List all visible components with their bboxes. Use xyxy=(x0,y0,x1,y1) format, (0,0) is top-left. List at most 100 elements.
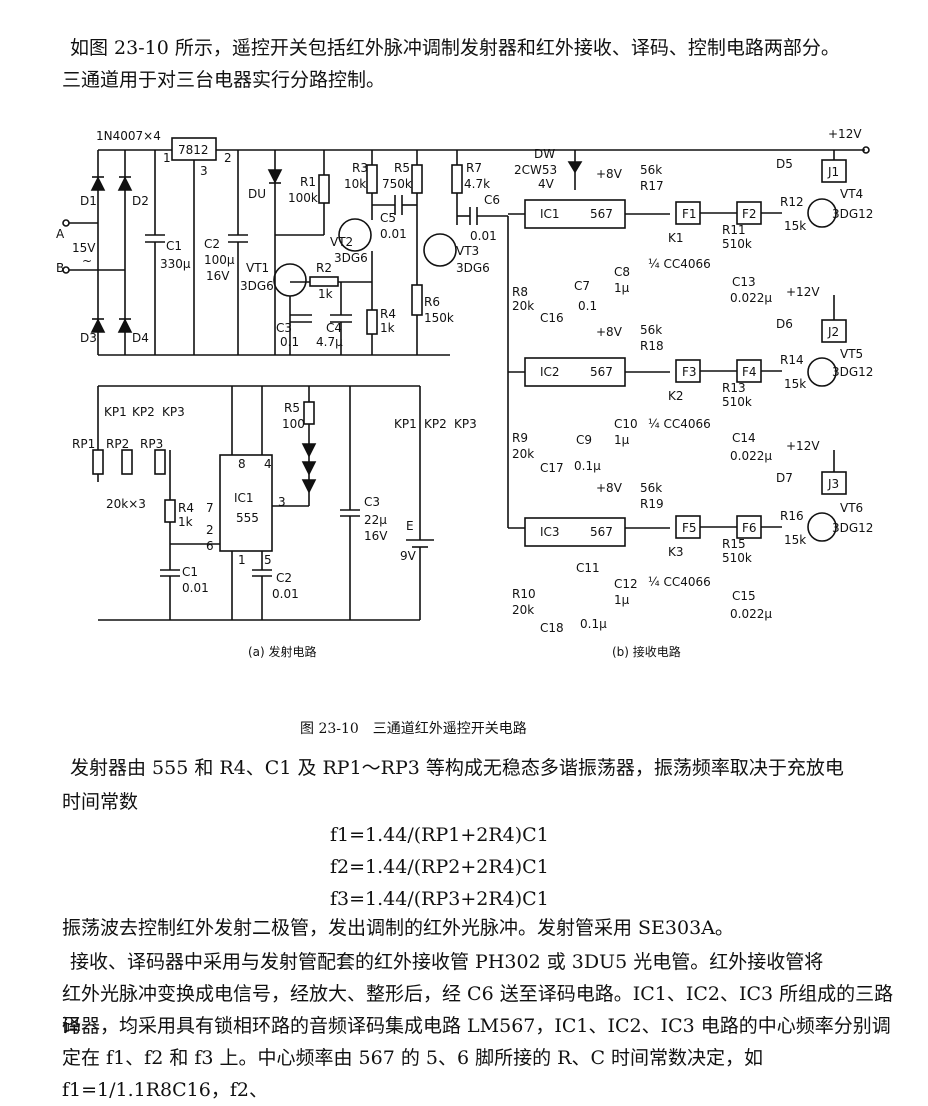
subcaption-a: (a) 发射电路 xyxy=(248,644,317,659)
transistor-vt6 xyxy=(807,512,837,542)
svg-text:567: 567 xyxy=(590,207,613,221)
svg-text:56k: 56k xyxy=(640,163,662,177)
intro-line-1: 如图 23-10 所示，遥控开关包括红外脉冲调制发射器和红外接收、译码、控制电路… xyxy=(70,37,840,59)
svg-text:VT3: VT3 xyxy=(456,244,479,258)
svg-text:0.01: 0.01 xyxy=(380,227,407,241)
resistor-r1 xyxy=(318,174,330,204)
svg-text:¼ CC4066: ¼ CC4066 xyxy=(648,575,711,589)
svg-text:D4: D4 xyxy=(132,331,149,345)
ic3-567 xyxy=(524,517,626,547)
svg-text:C11: C11 xyxy=(576,561,600,575)
pot-rp1 xyxy=(92,449,104,475)
svg-text:100μ: 100μ xyxy=(204,253,235,267)
svg-text:KP3: KP3 xyxy=(162,405,185,419)
svg-text:VT1: VT1 xyxy=(246,261,269,275)
figure-caption: 图 23-10 三通道红外遥控开关电路 xyxy=(300,721,527,737)
svg-text:750k: 750k xyxy=(382,177,412,191)
svg-text:VT2: VT2 xyxy=(330,235,353,249)
svg-text:D6: D6 xyxy=(776,317,793,331)
svg-text:D2: D2 xyxy=(132,194,149,208)
svg-text:20k: 20k xyxy=(512,447,534,461)
svg-text:56k: 56k xyxy=(640,323,662,337)
svg-text:R8: R8 xyxy=(512,285,528,299)
svg-text:R15: R15 xyxy=(722,537,746,551)
svg-text:K3: K3 xyxy=(668,545,684,559)
svg-text:16V: 16V xyxy=(206,269,230,283)
svg-text:+12V: +12V xyxy=(786,285,820,299)
svg-text:F3: F3 xyxy=(682,365,697,379)
svg-text:R18: R18 xyxy=(640,339,664,353)
transmitter-section xyxy=(92,385,434,621)
svg-text:C8: C8 xyxy=(614,265,630,279)
svg-text:R10: R10 xyxy=(512,587,536,601)
svg-text:K1: K1 xyxy=(668,231,684,245)
paragraph-2: 振荡波去控制红外发射二极管，发出调制的红外光脉冲。发射管采用 SE303A。 xyxy=(62,917,734,939)
svg-text:1: 1 xyxy=(238,553,246,567)
svg-text:3: 3 xyxy=(200,164,208,178)
svg-text:7: 7 xyxy=(206,501,214,515)
svg-text:C9: C9 xyxy=(576,433,592,447)
svg-text:R16: R16 xyxy=(780,509,804,523)
svg-text:6: 6 xyxy=(206,539,214,553)
svg-text:+8V: +8V xyxy=(596,481,623,495)
svg-text:C17: C17 xyxy=(540,461,564,475)
svg-text:C4: C4 xyxy=(326,321,342,335)
regulator-label: 7812 xyxy=(178,143,209,157)
svg-text:C16: C16 xyxy=(540,311,564,325)
svg-text:R6: R6 xyxy=(424,295,440,309)
diode-d1 xyxy=(90,176,106,191)
paragraph-3-line-2: 红外光脉冲变换成电信号，经放大、整形后，经 C6 送至译码电路。IC1、IC2、… xyxy=(62,983,894,1037)
svg-text:F6: F6 xyxy=(742,521,757,535)
formula-3: f3=1.44/(RP3+2R4)C1 xyxy=(330,888,549,910)
svg-text:IC1: IC1 xyxy=(540,207,560,221)
svg-text:RP1: RP1 xyxy=(72,437,95,451)
transistor-vt1 xyxy=(273,263,307,297)
ir-led-3 xyxy=(301,479,317,494)
svg-text:1μ: 1μ xyxy=(614,593,630,607)
svg-text:R13: R13 xyxy=(722,381,746,395)
svg-text:1k: 1k xyxy=(178,515,193,529)
svg-text:1: 1 xyxy=(163,151,171,165)
svg-text:1k: 1k xyxy=(380,321,395,335)
svg-text:16V: 16V xyxy=(364,529,388,543)
svg-text:0.1: 0.1 xyxy=(578,299,597,313)
svg-text:F4: F4 xyxy=(742,365,757,379)
paragraph-1-line-1: 发射器由 555 和 R4、C1 及 RP1～RP3 等构成无稳态多谐振荡器，振… xyxy=(70,757,844,779)
svg-text:0.1μ: 0.1μ xyxy=(574,459,601,473)
svg-text:D7: D7 xyxy=(776,471,793,485)
svg-text:+8V: +8V xyxy=(596,325,623,339)
svg-text:0.1μ: 0.1μ xyxy=(580,617,607,631)
svg-text:100: 100 xyxy=(282,417,305,431)
svg-text:2: 2 xyxy=(206,523,214,537)
svg-text:R5: R5 xyxy=(284,401,300,415)
svg-text:C5: C5 xyxy=(380,211,396,225)
svg-text:5: 5 xyxy=(264,553,272,567)
svg-text:567: 567 xyxy=(590,365,613,379)
svg-text:510k: 510k xyxy=(722,237,752,251)
circuit-diagram: 1N4007×4 7812 1 3 2 A B 15V ~ D1 D2 D3 D… xyxy=(56,127,873,659)
svg-text:56k: 56k xyxy=(640,481,662,495)
resistor-r4-tx xyxy=(164,499,176,523)
svg-text:100k: 100k xyxy=(288,191,318,205)
svg-text:20k: 20k xyxy=(512,299,534,313)
formula-2: f2=1.44/(RP2+2R4)C1 xyxy=(330,856,549,878)
diode-d2 xyxy=(117,176,133,191)
svg-text:KP1: KP1 xyxy=(104,405,127,419)
svg-text:F1: F1 xyxy=(682,207,697,221)
svg-text:R17: R17 xyxy=(640,179,664,193)
svg-text:J3: J3 xyxy=(827,477,839,491)
svg-text:3DG6: 3DG6 xyxy=(334,251,368,265)
svg-text:20k: 20k xyxy=(512,603,534,617)
svg-text:C3: C3 xyxy=(276,321,292,335)
resistor-r4 xyxy=(366,309,378,335)
svg-text:1μ: 1μ xyxy=(614,433,630,447)
svg-text:510k: 510k xyxy=(722,551,752,565)
amplifier-section xyxy=(267,150,509,528)
svg-text:C10: C10 xyxy=(614,417,638,431)
power-supply-section xyxy=(62,137,870,356)
svg-text:0.022μ: 0.022μ xyxy=(730,607,772,621)
svg-text:J2: J2 xyxy=(827,325,839,339)
svg-text:567: 567 xyxy=(590,525,613,539)
svg-text:8: 8 xyxy=(238,457,246,471)
resistor-r3 xyxy=(366,164,378,194)
